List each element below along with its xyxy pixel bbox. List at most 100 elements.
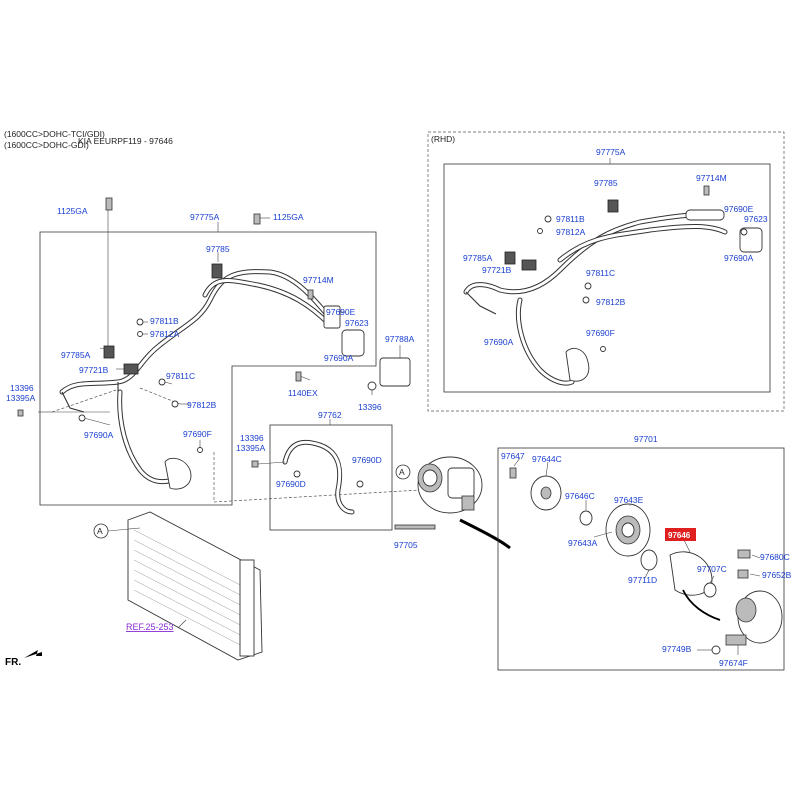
header-catalog: KIA EEURPF119 - 97646 bbox=[78, 136, 173, 146]
pn-97690f-left[interactable]: 97690F bbox=[183, 429, 212, 439]
pn-97690d-top[interactable]: 97690D bbox=[352, 455, 382, 465]
pn-1125ga-left[interactable]: 1125GA bbox=[57, 206, 88, 216]
pn-97785a-left[interactable]: 97785A bbox=[61, 350, 91, 360]
oring-icon bbox=[584, 282, 592, 290]
rhd-assembly-box bbox=[443, 163, 771, 393]
pn-97647[interactable]: 97647 bbox=[501, 451, 525, 461]
pn-97690a-rhd[interactable]: 97690A bbox=[484, 337, 514, 347]
valve-cap-icon bbox=[197, 447, 203, 453]
pn-97711d[interactable]: 97711D bbox=[628, 575, 657, 585]
pn-97690a-left[interactable]: 97690A bbox=[84, 430, 114, 440]
clip-icon bbox=[607, 199, 619, 213]
pn-97643a[interactable]: 97643A bbox=[568, 538, 598, 548]
pn-97652b[interactable]: 97652B bbox=[762, 570, 792, 580]
circle-a-label-2: A bbox=[97, 526, 103, 536]
circle-a-label: A bbox=[399, 467, 405, 477]
snap-ring-icon bbox=[640, 549, 658, 571]
bolt-icon bbox=[253, 213, 261, 225]
oring-icon bbox=[293, 470, 301, 478]
compressor-exploded-parts bbox=[509, 467, 783, 655]
pn-97812a-left[interactable]: 97812A bbox=[150, 329, 180, 339]
bolt-icon bbox=[307, 289, 314, 300]
oring-icon bbox=[544, 215, 552, 223]
oring-icon bbox=[356, 480, 364, 488]
rhd-label: (RHD) bbox=[431, 134, 455, 144]
pn-97775a-left[interactable]: 97775A bbox=[190, 212, 220, 222]
bolt-icon bbox=[295, 371, 302, 382]
pn-97812b-left[interactable]: 97812B bbox=[187, 400, 217, 410]
pn-97785a-rhd[interactable]: 97785A bbox=[463, 253, 493, 263]
pn-97721b-rhd[interactable]: 97721B bbox=[482, 265, 512, 275]
pn-97714m-rhd[interactable]: 97714M bbox=[696, 173, 727, 183]
lhd-ac-pipes bbox=[59, 269, 333, 485]
rhd-box bbox=[427, 131, 785, 412]
pn-97785-left[interactable]: 97785 bbox=[206, 244, 230, 254]
pn-97811b-left[interactable]: 97811B bbox=[150, 316, 179, 326]
fitting-icon bbox=[565, 347, 590, 382]
ref-link[interactable]: REF.25-253 bbox=[126, 622, 174, 632]
pn-1140ex[interactable]: 1140EX bbox=[288, 388, 318, 398]
condenser bbox=[127, 511, 263, 661]
pn-97680c[interactable]: 97680C bbox=[760, 552, 790, 562]
pn-97811c-rhd[interactable]: 97811C bbox=[586, 268, 615, 278]
pn-97785-rhd[interactable]: 97785 bbox=[594, 178, 618, 188]
pn-97707c[interactable]: 97707C bbox=[697, 564, 727, 574]
bearing-icon bbox=[703, 582, 717, 598]
bolt-icon bbox=[509, 467, 517, 479]
cap-icon bbox=[367, 381, 377, 391]
pn-97749b[interactable]: 97749B bbox=[662, 644, 692, 654]
oring-icon bbox=[137, 331, 143, 337]
pressure-sensor-box-icon bbox=[379, 357, 411, 387]
bracket-icon bbox=[323, 305, 341, 329]
front-arrow-icon bbox=[24, 650, 42, 658]
oring-icon bbox=[740, 228, 748, 236]
pn-97623-rhd[interactable]: 97623 bbox=[744, 214, 768, 224]
pn-97812a-rhd[interactable]: 97812A bbox=[556, 227, 586, 237]
header-engine-1: (1600CC>DOHC-TCI/GDI) bbox=[4, 129, 105, 139]
pn-97701[interactable]: 97701 bbox=[634, 434, 658, 444]
pn-97646c[interactable]: 97646C bbox=[565, 491, 595, 501]
pn-97811c-left[interactable]: 97811C bbox=[166, 371, 195, 381]
pn-13396-mid[interactable]: 13396 bbox=[358, 402, 382, 412]
front-label: FR. bbox=[5, 657, 21, 668]
pn-97762[interactable]: 97762 bbox=[318, 410, 342, 420]
pn-97788a[interactable]: 97788A bbox=[385, 334, 415, 344]
pipe-97762 bbox=[251, 439, 364, 515]
pn-97812b-rhd[interactable]: 97812B bbox=[596, 297, 626, 307]
fitting-icon bbox=[164, 457, 192, 490]
pn-97811b-rhd[interactable]: 97811B bbox=[556, 214, 585, 224]
pn-97644c[interactable]: 97644C bbox=[532, 454, 562, 464]
oring-icon bbox=[711, 645, 721, 655]
pn-13395a-pipe[interactable]: 13395A bbox=[236, 443, 266, 453]
pn-13396-left[interactable]: 13396 bbox=[10, 383, 34, 393]
pn-97714m-left[interactable]: 97714M bbox=[303, 275, 334, 285]
valve-icon bbox=[582, 296, 590, 304]
pn-97623-left[interactable]: 97623 bbox=[345, 318, 369, 328]
shim-icon bbox=[579, 510, 593, 526]
pn-97690f-rhd[interactable]: 97690F bbox=[586, 328, 615, 338]
pn-13396-pipe[interactable]: 13396 bbox=[240, 433, 264, 443]
rhd-ac-pipes bbox=[463, 185, 763, 386]
pn-97690a-rhd-right[interactable]: 97690A bbox=[724, 253, 754, 263]
pn-97690a-left-top[interactable]: 97690A bbox=[324, 353, 354, 363]
compressor-main bbox=[394, 456, 511, 550]
pn-97674f[interactable]: 97674F bbox=[719, 658, 748, 668]
pn-97705[interactable]: 97705 bbox=[394, 540, 418, 550]
pn-97690d-left[interactable]: 97690D bbox=[276, 479, 306, 489]
receiver-tank-icon bbox=[239, 559, 255, 657]
oring-icon bbox=[78, 414, 86, 422]
pn-97690e-left[interactable]: 97690E bbox=[326, 307, 356, 317]
pn-1125ga-right[interactable]: 1125GA bbox=[273, 212, 304, 222]
lhd-assembly-box bbox=[39, 231, 377, 506]
pn-97643e[interactable]: 97643E bbox=[614, 495, 644, 505]
valve-icon bbox=[725, 634, 747, 646]
pn-97775a-rhd[interactable]: 97775A bbox=[596, 147, 626, 157]
pn-97690e-rhd[interactable]: 97690E bbox=[724, 204, 754, 214]
pn-13395a-left[interactable]: 13395A bbox=[6, 393, 36, 403]
oring-icon bbox=[537, 228, 543, 234]
circle-a-marker bbox=[395, 464, 411, 480]
clip-icon bbox=[211, 263, 223, 279]
pn-97646-highlight[interactable]: 97646 bbox=[668, 531, 691, 540]
pn-97721b-left[interactable]: 97721B bbox=[79, 365, 109, 375]
receiver-drier-icon bbox=[341, 329, 365, 357]
